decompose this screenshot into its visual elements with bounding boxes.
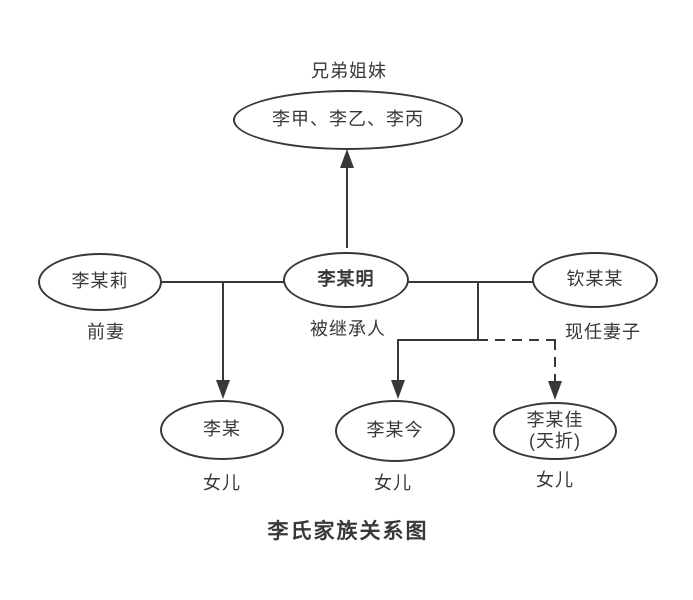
node-daughter2: 李某今 [335, 400, 455, 462]
current-wife-caption: 现任妻子 [565, 322, 641, 342]
diagram-title: 李氏家族关系图 [267, 520, 429, 543]
node-siblings-label: 李甲、李乙、李丙 [272, 109, 424, 130]
node-daughter3: 李某佳 (天折) [493, 402, 617, 460]
daughter3-caption: 女儿 [536, 470, 574, 490]
daughter1-caption: 女儿 [203, 473, 241, 493]
node-daughter2-label: 李某今 [366, 420, 424, 441]
arrowhead-down-daughter3 [548, 381, 562, 400]
arrowhead-up-siblings [340, 149, 354, 168]
siblings-caption: 兄弟姐妹 [311, 61, 387, 81]
node-siblings: 李甲、李乙、李丙 [233, 90, 463, 150]
node-daughter3-label: 李某佳 [526, 410, 584, 431]
ex-wife-caption: 前妻 [87, 322, 125, 342]
node-daughter1-label: 李某 [203, 419, 241, 440]
node-ex-wife: 李某莉 [38, 253, 162, 311]
node-daughter3-sublabel: (天折) [529, 431, 581, 451]
arrowhead-down-daughter1 [216, 380, 230, 399]
node-current-wife-label: 钦某某 [566, 269, 624, 290]
decedent-caption: 被继承人 [310, 319, 386, 339]
node-current-wife: 钦某某 [532, 252, 658, 308]
node-daughter1: 李某 [160, 400, 284, 460]
daughter2-caption: 女儿 [374, 473, 412, 493]
node-ex-wife-label: 李某莉 [71, 271, 129, 292]
node-decedent: 李某明 [283, 252, 409, 308]
arrowhead-down-daughter2 [391, 380, 405, 399]
node-decedent-label: 李某明 [317, 269, 375, 290]
